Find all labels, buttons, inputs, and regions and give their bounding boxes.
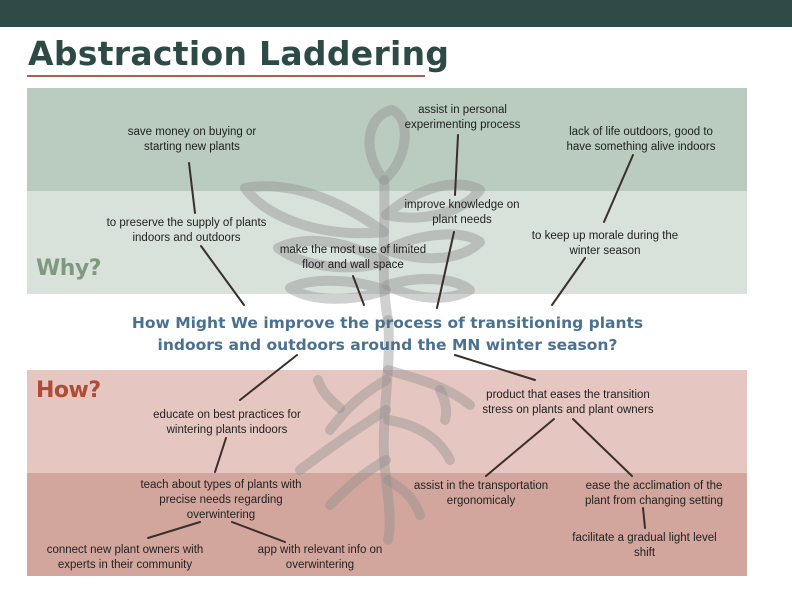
connector-line bbox=[642, 507, 646, 529]
connector-line bbox=[231, 521, 286, 543]
how-node-teach-types: teach about types of plants with precise… bbox=[140, 479, 302, 521]
page-title: Abstraction Laddering bbox=[28, 34, 450, 73]
connector-line bbox=[214, 437, 227, 473]
how-band-upper bbox=[27, 370, 747, 473]
connector-line bbox=[454, 134, 459, 196]
how-node-connect-owners: connect new plant owners with experts in… bbox=[46, 544, 204, 571]
connector-line bbox=[551, 257, 586, 306]
how-might-we-question: How Might We improve the process of tran… bbox=[131, 314, 644, 354]
how-node-educate: educate on best practices for wintering … bbox=[153, 409, 301, 436]
connector-line bbox=[454, 354, 536, 381]
how-node-product: product that eases the transition stress… bbox=[482, 389, 654, 416]
title-underline bbox=[27, 75, 425, 77]
top-bar bbox=[0, 0, 792, 27]
how-node-acclimation: ease the acclimation of the plant from c… bbox=[584, 480, 724, 507]
why-node-save-money: save money on buying or starting new pla… bbox=[127, 126, 257, 153]
why-band-upper bbox=[27, 88, 747, 191]
how-node-transportation: assist in the transportation ergonomical… bbox=[413, 480, 549, 507]
how-label: How? bbox=[36, 378, 101, 403]
why-node-lack-of-life: lack of life outdoors, good to have some… bbox=[566, 126, 716, 153]
why-node-experimenting: assist in personal experimenting process bbox=[404, 104, 521, 131]
how-node-app: app with relevant info on overwintering bbox=[257, 544, 383, 571]
why-node-limited-space: make the most use of limited floor and w… bbox=[279, 244, 427, 271]
connector-line bbox=[200, 245, 245, 306]
connector-line bbox=[239, 354, 298, 401]
why-band-lower bbox=[27, 191, 747, 294]
connector-line bbox=[436, 231, 455, 309]
connector-line bbox=[485, 418, 555, 477]
why-node-morale: to keep up morale during the winter seas… bbox=[531, 230, 679, 257]
why-node-improve-knowledge: improve knowledge on plant needs bbox=[404, 199, 520, 226]
how-node-gradual-light: facilitate a gradual light level shift bbox=[572, 532, 717, 559]
why-node-preserve-supply: to preserve the supply of plants indoors… bbox=[106, 217, 267, 244]
connector-line bbox=[147, 521, 201, 539]
how-band-lower bbox=[27, 473, 747, 576]
connector-line bbox=[352, 275, 365, 306]
connector-line bbox=[603, 154, 634, 223]
why-label: Why? bbox=[36, 256, 102, 281]
connector-line bbox=[572, 418, 633, 477]
connector-line bbox=[188, 162, 196, 214]
